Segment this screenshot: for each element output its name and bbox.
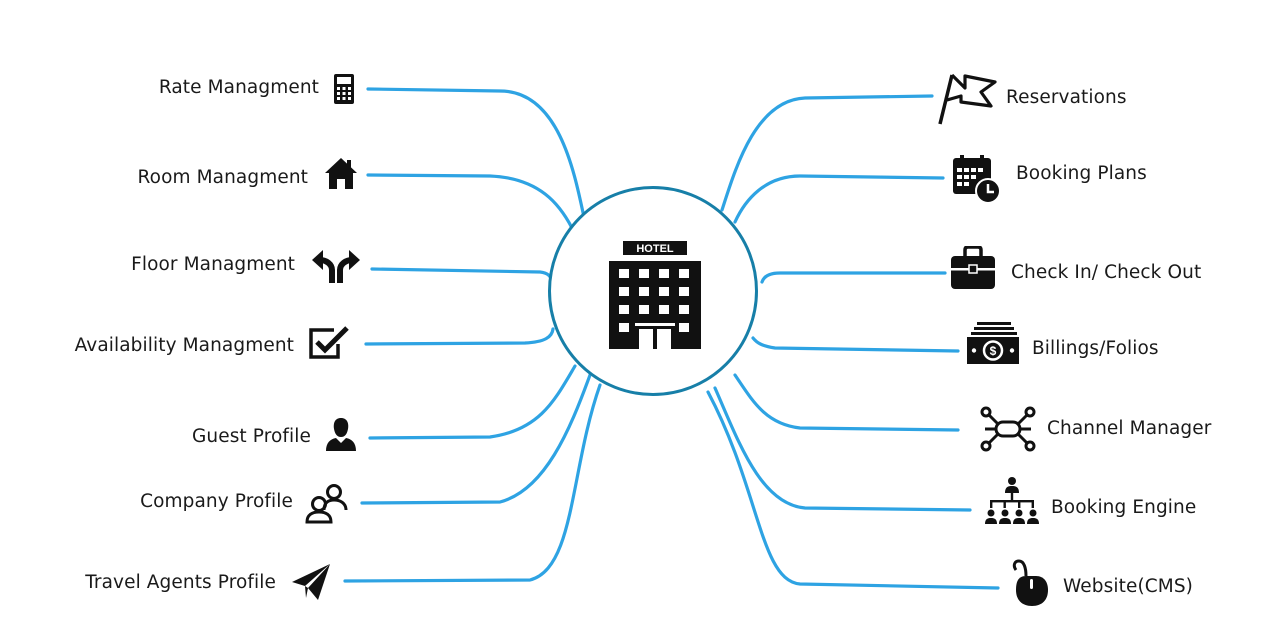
connector-travel [343,383,602,583]
flag-icon [938,73,997,125]
hotel-building-icon: HOTEL [609,241,701,349]
house-icon [325,158,357,189]
checkbox-checked-icon [309,326,349,359]
briefcase-icon [951,246,995,289]
connector-room [366,173,574,230]
right-label-5: Booking Engine [1051,497,1197,518]
left-label-6: Travel Agents Profile [85,572,276,593]
paper-plane-icon [292,564,330,600]
connector-rate [366,87,587,224]
connector-channel [733,373,960,432]
connector-availability [364,327,555,346]
right-label-1: Booking Plans [1016,163,1147,184]
calendar-clock-icon [953,155,1001,204]
connector-reservations [720,94,934,212]
connector-billings [751,336,960,353]
center-hub: HOTEL [548,186,758,396]
connector-floor [370,267,554,284]
right-label-2: Check In/ Check Out [1011,262,1202,283]
connector-booking-engine [713,386,972,512]
org-chart-icon [985,477,1039,524]
users-icon [305,484,348,524]
hotel-sign-text: HOTEL [636,243,674,255]
right-label-3: Billings/Folios [1032,338,1159,359]
split-arrows-icon [312,250,360,283]
left-label-1: Room Managment [137,167,308,188]
calculator-icon [334,74,354,104]
svg-text:$: $ [990,344,997,358]
right-label-0: Reservations [1006,87,1127,108]
left-label-3: Availability Managment [74,335,294,356]
right-label-4: Channel Manager [1047,418,1212,439]
mouse-icon [1012,559,1048,606]
connector-booking-plans [733,174,945,224]
connector-checkin [760,271,947,284]
user-icon [326,418,356,451]
network-hub-icon [980,406,1036,452]
right-label-6: Website(CMS) [1063,576,1194,597]
connector-website [706,390,1000,590]
connector-company [360,373,592,505]
left-label-4: Guest Profile [191,426,311,447]
left-label-5: Company Profile [140,491,293,512]
left-label-2: Floor Managment [131,254,295,275]
left-label-0: Rate Managment [158,77,319,98]
connector-guest [368,364,577,440]
cash-stack-icon: $ [967,322,1019,364]
